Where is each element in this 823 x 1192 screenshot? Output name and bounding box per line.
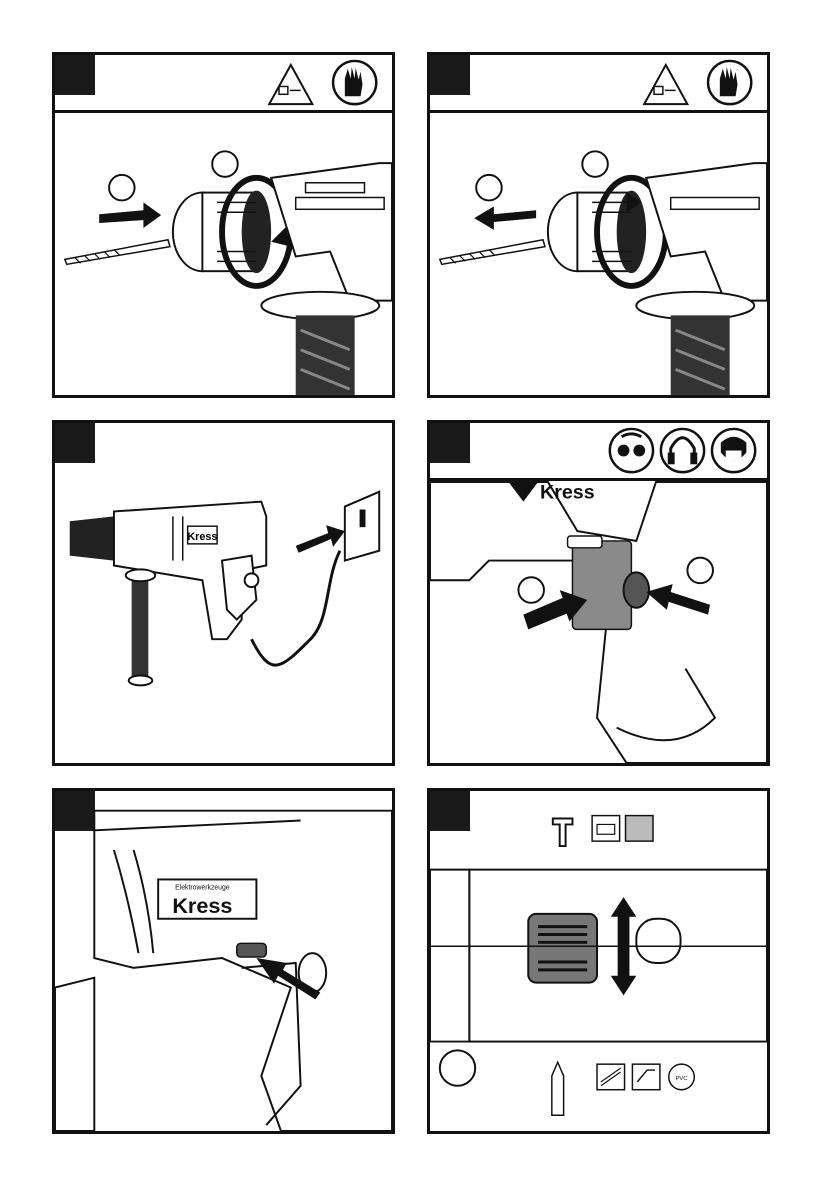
step-circle-a [109,175,135,201]
insert-arrow [99,202,161,228]
brand-subline: Elektrowerkzeuge [175,884,230,891]
gloves-icon [708,61,751,104]
panel-5-illustration: Elektrowerkzeuge Kress [55,791,392,1131]
selector-housing [430,870,767,1086]
step-circle-b [582,151,608,177]
drill-side-view: Kress [70,502,267,686]
drill-closeup: Kress [430,482,767,763]
metal-icon [632,1064,660,1090]
pvc-icon: PVC [669,1064,695,1090]
wall-socket [345,492,379,561]
plug-arrow [296,525,345,553]
step-circle-a [518,577,544,603]
drill-bit-icon [552,1062,564,1115]
remove-arrow [474,206,536,230]
panel-4-switch-on: Kress [427,420,770,766]
pvc-label: PVC [675,1076,688,1082]
step-circle-b [687,558,713,584]
power-cord [252,551,340,665]
dust-mask-icon [712,429,755,472]
panel-6-mode-selector: PVC [427,788,770,1134]
wood-icon [597,1064,625,1090]
unplug-warning-icon [644,65,687,104]
panel-2-remove-bit [427,52,770,398]
panel-2-illustration [430,55,767,395]
panel-1-illustration [55,55,392,395]
safety-goggles-icon [610,429,653,472]
step-circle-a [476,175,502,201]
gloves-icon [333,61,376,104]
drill-bit [440,240,545,265]
panel-3-illustration: Kress [55,423,392,763]
unplug-warning-icon [269,65,312,104]
concrete-icon [626,816,654,842]
step-circle-b [212,151,238,177]
drill-closeup: Elektrowerkzeuge Kress [55,811,392,1131]
drill-brand-label: Kress [187,531,217,543]
hammer-mode-icon [553,819,573,847]
drill-brand-label: Kress [540,482,595,504]
panel-6-illustration: PVC [430,791,767,1131]
panel-4-illustration: Kress [430,423,767,763]
drill-body [261,163,392,395]
panel-5-lock-button: Elektrowerkzeuge Kress [52,788,395,1134]
brick-icon [592,816,620,842]
panel-1-insert-bit [52,52,395,398]
chuck [548,178,666,286]
ear-protection-icon [661,429,704,472]
drill-brand-label: Kress [172,893,232,918]
chuck [173,178,291,286]
panel-3-plug-in: Kress [52,420,395,766]
drill-bit [65,240,170,265]
drill-body [636,163,767,395]
